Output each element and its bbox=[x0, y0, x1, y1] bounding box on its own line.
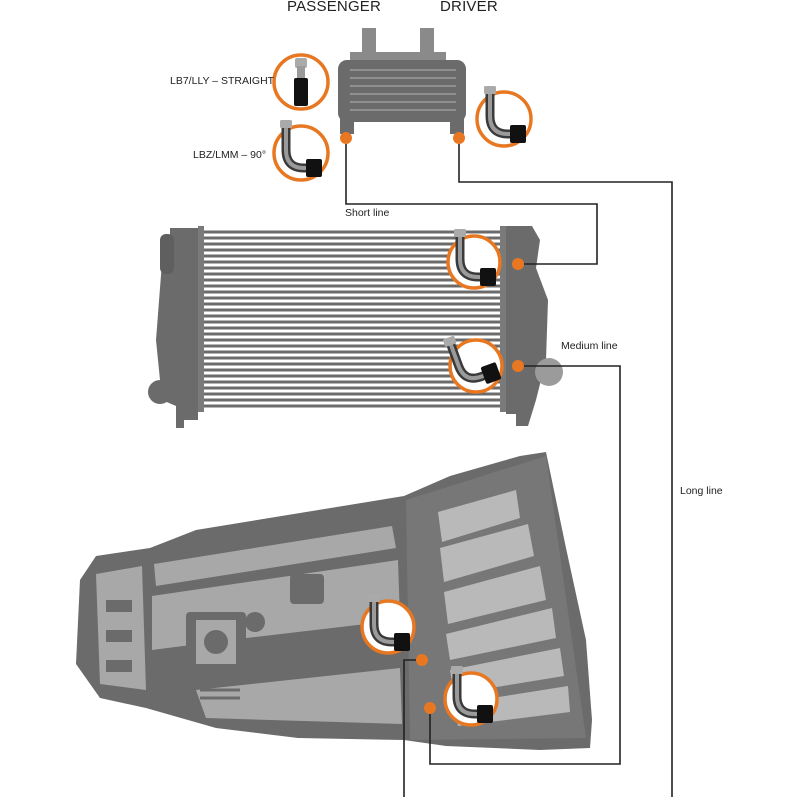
radiator bbox=[148, 226, 563, 428]
passenger-label: PASSENGER bbox=[287, 0, 382, 15]
routing-lines bbox=[345, 144, 673, 797]
transmission-port-lower bbox=[424, 702, 436, 714]
elbow-fitting-callout-cooler-right bbox=[475, 86, 533, 148]
elbow-fitting-callout-cooler-left bbox=[272, 120, 330, 182]
transmission-return-line bbox=[403, 659, 416, 797]
transmission bbox=[76, 452, 592, 750]
oil-cooler bbox=[338, 28, 466, 144]
straight-fitting-label: LB7/LLY – STRAIGHT bbox=[170, 75, 275, 87]
radiator-port-upper bbox=[512, 258, 524, 270]
cooler-port-passenger bbox=[340, 132, 352, 144]
elbow-fitting-callout-radiator-lower bbox=[443, 325, 502, 393]
radiator-port-lower bbox=[512, 360, 524, 372]
short-line bbox=[345, 144, 598, 265]
straight-fitting-icon bbox=[294, 58, 308, 106]
medium-line-label: Medium line bbox=[561, 340, 618, 352]
long-line-label: Long line bbox=[680, 485, 723, 497]
long-line bbox=[458, 144, 673, 797]
medium-line bbox=[429, 365, 621, 765]
elbow-fitting-callout-transmission-upper bbox=[360, 594, 416, 653]
straight-fitting-callout bbox=[272, 53, 330, 111]
short-line-label: Short line bbox=[345, 207, 390, 219]
transmission-port-upper bbox=[416, 654, 428, 666]
elbow-fitting-callout-radiator-upper bbox=[446, 229, 502, 288]
elbow-fitting-label: LBZ/LMM – 90° bbox=[193, 149, 267, 161]
cooler-port-driver bbox=[453, 132, 465, 144]
driver-label: DRIVER bbox=[440, 0, 498, 15]
elbow-fitting-callout-transmission-lower bbox=[443, 666, 499, 725]
